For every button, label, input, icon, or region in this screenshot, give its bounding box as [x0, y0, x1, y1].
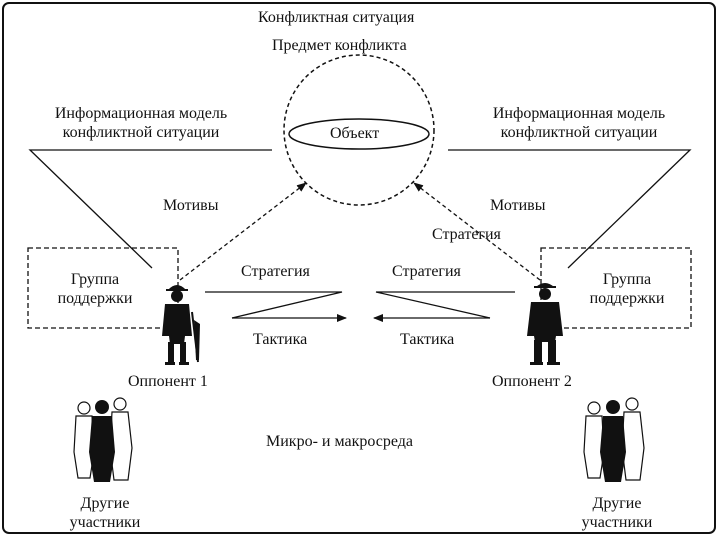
support-group-left-line-1: Группа: [70, 271, 120, 288]
opponent-2-label: Оппонент 2: [492, 373, 572, 390]
opponent-1-figure: [162, 285, 200, 365]
others-right-line-1: Другие: [592, 495, 642, 512]
motive-arrow-left: [179, 182, 307, 281]
motives-right-label: Мотивы: [490, 197, 546, 214]
others-right-line-2: участники: [581, 514, 653, 531]
motives-left-label: Мотивы: [163, 197, 219, 214]
strategy-tactics-left-line: [205, 291, 343, 319]
strategy-right-label: Стратегия: [392, 263, 461, 280]
info-model-left-label: Информационная модель конфликтной ситуац…: [26, 104, 256, 142]
info-model-left-line-2: конфликтной ситуации: [62, 124, 220, 141]
support-group-left-box: [27, 247, 179, 329]
opponent-2-figure: [527, 283, 563, 365]
others-left-line-2: участники: [69, 514, 141, 531]
object-ellipse: [288, 118, 430, 150]
outer-frame: [2, 2, 716, 534]
motive-arrow-right: [413, 182, 541, 281]
info-model-right-wedge: [448, 149, 692, 269]
opponent-1-label: Оппонент 1: [128, 373, 208, 390]
strategy-tactics-right-line: [375, 291, 515, 319]
tactics-left-label: Тактика: [253, 331, 308, 348]
info-model-left-wedge: [28, 149, 272, 269]
other-participants-left-figures: [73, 397, 133, 482]
strategy-upper-right-label: Стратегия: [432, 226, 501, 243]
object-label: Объект: [330, 125, 380, 142]
subject-label: Предмет конфликта: [272, 37, 407, 54]
strategy-left-label: Стратегия: [241, 263, 310, 280]
support-group-right-label: Группа поддержки: [572, 270, 682, 308]
support-group-left-label: Группа поддержки: [40, 270, 150, 308]
tactics-right-label: Тактика: [400, 331, 455, 348]
other-participants-right-figures: [583, 397, 645, 482]
support-group-left-line-2: поддержки: [57, 290, 133, 307]
others-left-line-1: Другие: [80, 495, 130, 512]
info-model-right-label: Информационная модель конфликтной ситуац…: [464, 104, 694, 142]
frame-title: Конфликтная ситуация: [258, 9, 415, 26]
others-right-label: Другие участники: [562, 494, 672, 532]
environment-label: Микро- и макросреда: [266, 433, 413, 450]
info-model-right-line-2: конфликтной ситуации: [500, 124, 658, 141]
support-group-right-line-1: Группа: [602, 271, 652, 288]
info-model-left-line-1: Информационная модель: [54, 105, 228, 122]
others-left-label: Другие участники: [50, 494, 160, 532]
info-model-right-line-1: Информационная модель: [492, 105, 666, 122]
support-group-right-line-2: поддержки: [589, 290, 665, 307]
subject-circle: [283, 54, 435, 206]
